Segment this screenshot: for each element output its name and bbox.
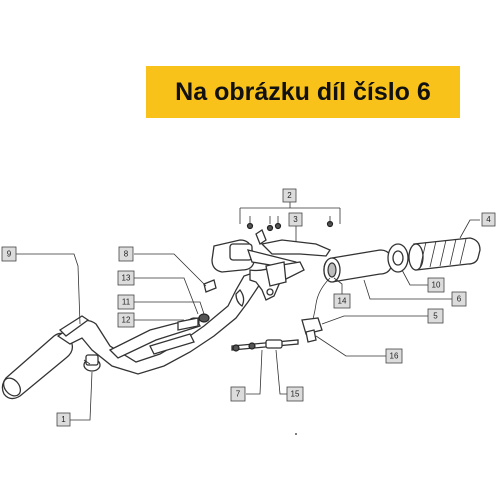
callout-13: 13 [117, 270, 135, 286]
svg-text:12: 12 [122, 316, 131, 325]
callout-6: 6 [451, 291, 467, 307]
svg-text:4: 4 [486, 215, 491, 224]
svg-text:9: 9 [7, 250, 12, 259]
svg-text:11: 11 [122, 298, 131, 307]
svg-text:6: 6 [457, 295, 462, 304]
svg-text:5: 5 [433, 312, 438, 321]
callout-2: 2 [282, 188, 297, 203]
callout-12: 12 [117, 312, 135, 328]
callout-1: 1 [56, 412, 71, 427]
cable-end-fitting [203, 279, 217, 293]
callout-3: 3 [288, 212, 303, 227]
washer-part-10 [387, 243, 409, 273]
stray-dot [295, 433, 297, 435]
svg-text:3: 3 [293, 215, 298, 224]
svg-text:10: 10 [432, 281, 441, 290]
bolt-part-1 [83, 354, 101, 372]
callout-5: 5 [427, 308, 444, 324]
callout-8: 8 [118, 246, 134, 262]
callout-16: 16 [385, 348, 403, 364]
brake-lever-part-3 [246, 220, 334, 257]
throttle-tube [323, 249, 393, 283]
callout-11: 11 [117, 294, 135, 310]
svg-text:14: 14 [338, 297, 347, 306]
svg-text:15: 15 [291, 390, 300, 399]
right-grip [408, 237, 481, 271]
svg-text:13: 13 [122, 274, 131, 283]
callout-15: 15 [286, 386, 304, 402]
svg-text:2: 2 [287, 191, 292, 200]
callout-7: 7 [230, 386, 246, 402]
part-number-banner: Na obrázku díl číslo 6 [146, 66, 460, 118]
callout-10: 10 [427, 277, 445, 293]
throttle-housing-part-14 [265, 261, 287, 287]
leader-lines [16, 202, 480, 421]
callout-4: 4 [481, 212, 496, 227]
brake-lever-assembly [211, 239, 305, 307]
svg-text:7: 7 [236, 390, 241, 399]
svg-text:16: 16 [390, 352, 399, 361]
callout-14: 14 [333, 293, 351, 309]
cable-adjuster-parts [231, 339, 299, 352]
svg-text:1: 1 [61, 415, 66, 424]
left-grip [1, 332, 74, 400]
svg-text:8: 8 [124, 250, 129, 259]
throttle-cable [301, 277, 331, 343]
callout-9: 9 [1, 246, 17, 262]
